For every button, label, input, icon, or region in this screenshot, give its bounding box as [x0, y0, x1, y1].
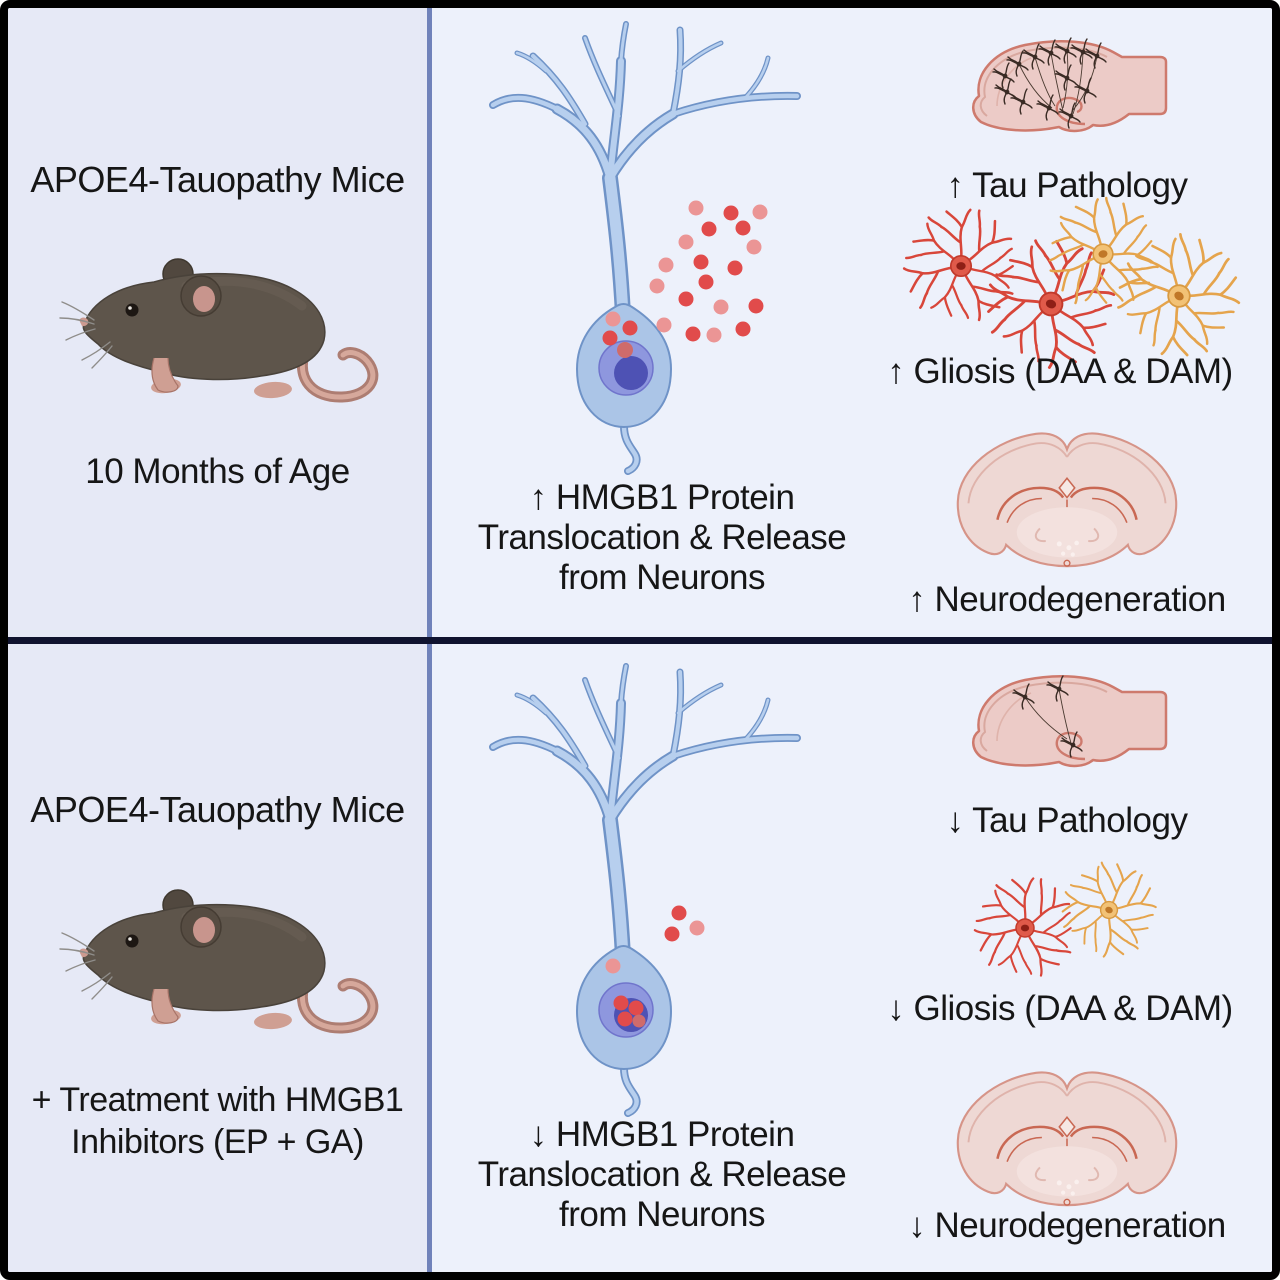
caption-hmgb1-decrease: ↓ HMGB1 Protein Translocation & Release … — [477, 1115, 847, 1234]
panel-bottom-left: APOE4-Tauopathy Mice + Treatment with HM… — [8, 643, 427, 1272]
horizontal-divider — [8, 637, 1272, 644]
label-gliosis-down: ↓ Gliosis (DAA & DAM) — [887, 989, 1233, 1028]
treatment-label: + Treatment with HMGB1 Inhibitors (EP + … — [31, 1081, 404, 1161]
panel-top-main: ↑ HMGB1 Protein Translocation & Release … — [427, 8, 1272, 638]
panel-title: APOE4-Tauopathy Mice — [30, 159, 405, 200]
label-gliosis-up: ↑ Gliosis (DAA & DAM) — [887, 352, 1233, 391]
neuron-illustration — [473, 16, 817, 481]
hippocampus-tau-illustration — [971, 674, 1168, 768]
coronal-brain-illustration — [956, 432, 1178, 568]
mouse-illustration — [66, 871, 376, 1046]
hmgb1-dots-released — [664, 905, 705, 942]
mouse-illustration — [66, 240, 376, 415]
panel-bottom-main: ↓ HMGB1 Protein Translocation & Release … — [427, 643, 1272, 1272]
panel-top-left: APOE4-Tauopathy Mice 10 Months of Age — [8, 8, 427, 638]
panel-subtitle: 10 Months of Age — [85, 452, 350, 491]
neuron-illustration — [473, 658, 817, 1123]
tau-tangles — [992, 37, 1107, 129]
caption-hmgb1-increase: ↑ HMGB1 Protein Translocation & Release … — [477, 478, 847, 597]
panel-title: APOE4-Tauopathy Mice — [30, 789, 405, 830]
hippocampus-tau-illustration — [971, 37, 1168, 133]
label-neurodegeneration-up: ↑ Neurodegeneration — [908, 580, 1226, 619]
glial-cells-illustration — [967, 848, 1167, 993]
tau-tangles — [1012, 675, 1083, 758]
hmgb1-dots-intracellular — [605, 958, 646, 1028]
glial-cells-illustration — [889, 204, 1241, 356]
label-tau-pathology-up: ↑ Tau Pathology — [946, 166, 1188, 205]
coronal-brain-illustration — [956, 1071, 1178, 1207]
label-tau-pathology-down: ↓ Tau Pathology — [946, 801, 1188, 840]
hmgb1-dots-released — [649, 200, 768, 343]
hmgb1-dots-intracellular — [602, 311, 638, 358]
label-neurodegeneration-down: ↓ Neurodegeneration — [908, 1206, 1226, 1245]
